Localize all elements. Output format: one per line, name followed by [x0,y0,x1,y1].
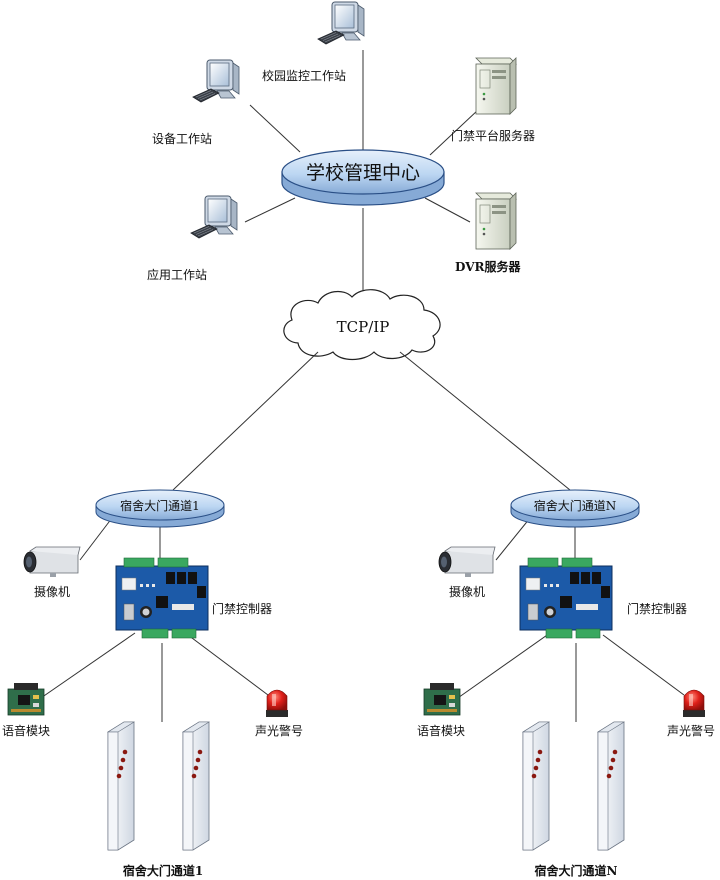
channel-hub-label: 宿舍大门通道1 [120,498,200,513]
campus-monitor-workstation: 校园监控工作站 [262,1,365,83]
gate-panel-right-icon [597,721,625,851]
dvr-server: DVR服务器 [455,192,521,274]
connection-lines-channel-1 [37,517,269,722]
alarm-icon [682,689,706,718]
gate-panel-right-icon [182,721,210,851]
management-center-label: 学校管理中心 [306,162,420,184]
campus-monitor-workstation-label: 校园监控工作站 [262,68,346,83]
tcpip-cloud: TCP/IP [283,289,441,361]
channel-hub-label: 宿舍大门通道N [534,498,617,513]
gate-panel-left-icon [522,721,550,851]
dvr-server-label: DVR服务器 [455,259,521,274]
channel-1-hub: 宿舍大门通道1 [95,489,225,528]
connection-lines-middle [172,351,571,491]
camera-label: 摄像机 [34,584,70,599]
application-workstation-label: 应用工作站 [147,267,207,282]
camera-icon [438,546,496,578]
connection-lines-top [244,50,479,292]
controller-label: 门禁控制器 [212,601,272,616]
workstation-pc-icon [192,59,240,103]
voice-module-icon [423,682,461,716]
gate-panel-left-icon [107,721,135,851]
controller-label: 门禁控制器 [627,601,687,616]
voice-module-icon [7,682,45,716]
gate-label: 宿舍大门通道1 [123,863,203,878]
alarm-label: 声光警号 [667,723,715,738]
voice-module-label: 语音模块 [2,723,50,738]
channel-n: 宿舍大门通道N 摄像机 门禁控制器 语音模块 声光警号 宿舍大门通道N [417,489,715,878]
workstation-pc-icon [317,1,365,45]
access-platform-server: 门禁平台服务器 [451,57,535,143]
equipment-workstation-label: 设备工作站 [152,132,212,146]
channel-1: 宿舍大门通道1 摄像机 门禁控制器 语音模块 声光警号 宿舍大门通道1 [2,489,303,878]
channel-n-hub: 宿舍大门通道N [510,489,640,528]
access-controller-board-icon [115,557,209,639]
access-platform-server-label: 门禁平台服务器 [451,128,535,143]
equipment-workstation: 设备工作站 [152,59,240,146]
camera-label: 摄像机 [449,584,485,599]
alarm-label: 声光警号 [255,723,303,738]
voice-module-label: 语音模块 [417,723,465,738]
connection-lines-channel-n [454,517,685,722]
management-center-hub: 学校管理中心 [281,149,445,206]
application-workstation: 应用工作站 [147,195,238,282]
workstation-pc-icon [190,195,238,239]
gate-label: 宿舍大门通道N [535,863,618,878]
access-controller-board-icon [519,557,613,639]
server-icon [475,192,517,250]
tcpip-label: TCP/IP [337,318,390,336]
camera-icon [23,546,81,578]
alarm-icon [265,689,289,718]
server-icon [475,57,517,115]
